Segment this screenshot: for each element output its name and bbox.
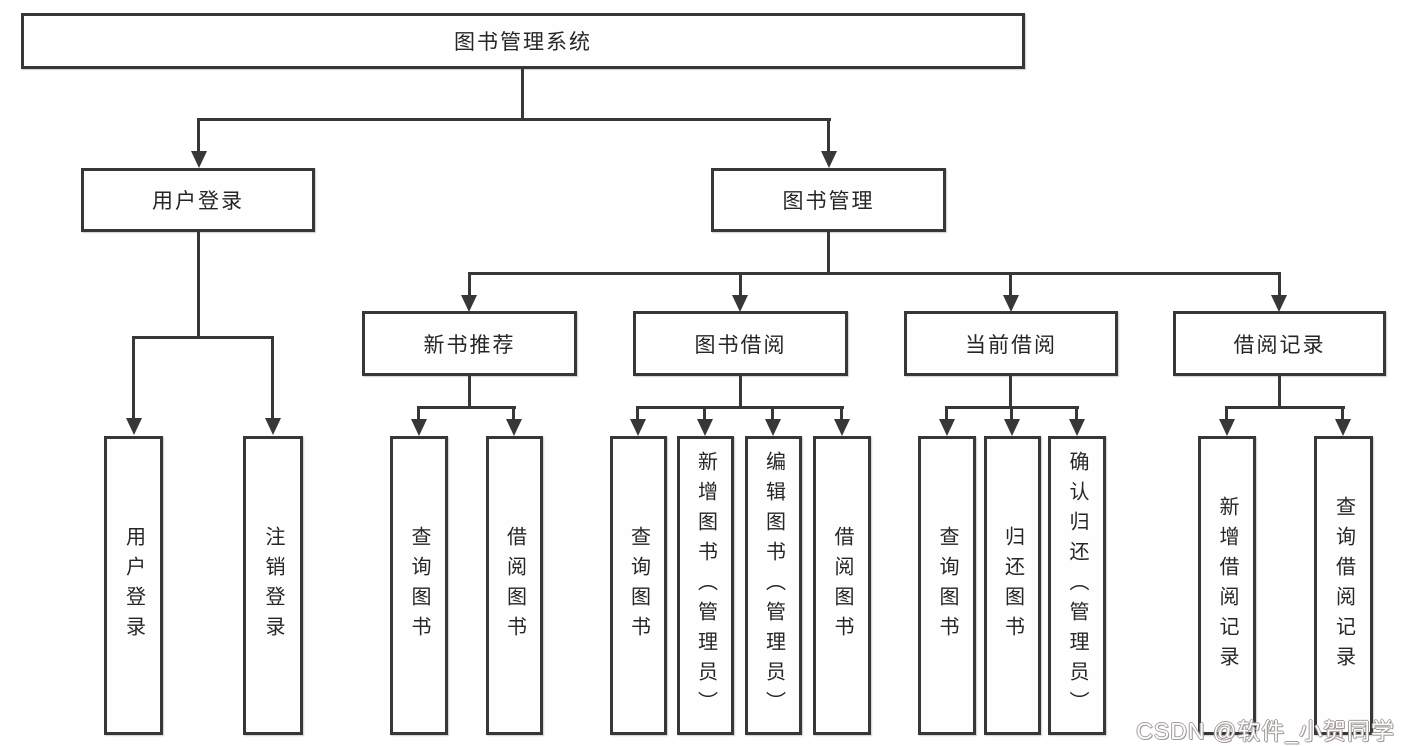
connector-line <box>945 406 948 421</box>
arrow-down-icon <box>411 419 427 436</box>
node-new-book-recommendation: 新书推荐 <box>362 311 577 376</box>
arrow-down-icon <box>1271 295 1287 312</box>
arrow-down-icon <box>1069 419 1085 436</box>
connector-line <box>827 118 830 155</box>
connector-line <box>197 118 200 155</box>
leaf-confirm-return-admin: 确认归还（管理员） <box>1048 436 1106 735</box>
arrow-down-icon <box>765 419 781 436</box>
node-book-borrowing: 图书借阅 <box>633 311 848 376</box>
connector-line <box>1225 406 1345 409</box>
node-borrowing-records: 借阅记录 <box>1173 311 1386 376</box>
connector-line <box>703 406 706 421</box>
arrow-down-icon <box>697 419 713 436</box>
leaf-return-books: 归还图书 <box>984 436 1041 735</box>
connector-line <box>1225 406 1228 421</box>
arrow-down-icon <box>821 151 837 168</box>
leaf-query-borrow-record: 查询借阅记录 <box>1314 436 1373 735</box>
connector-line <box>636 406 639 421</box>
connector-line <box>1341 406 1344 421</box>
leaf-borrow-books-recommend: 借阅图书 <box>486 436 543 735</box>
arrow-down-icon <box>126 418 142 435</box>
arrow-down-icon <box>1004 419 1020 436</box>
connector-line <box>1278 374 1281 408</box>
arrow-down-icon <box>265 418 281 435</box>
connector-line <box>512 406 515 421</box>
connector-line <box>417 406 420 421</box>
leaf-user-login: 用户登录 <box>104 436 163 735</box>
leaf-add-books-admin: 新增图书（管理员） <box>677 436 734 735</box>
arrow-down-icon <box>1335 419 1351 436</box>
arrow-down-icon <box>732 295 748 312</box>
node-current-borrowing: 当前借阅 <box>904 311 1118 376</box>
connector-line <box>468 272 1281 275</box>
node-user-login: 用户登录 <box>81 168 315 232</box>
arrow-down-icon <box>630 419 646 436</box>
connector-line <box>417 406 516 409</box>
leaf-borrow-books: 借阅图书 <box>813 436 871 735</box>
connector-line <box>739 272 742 298</box>
connector-line <box>271 336 274 420</box>
connector-line <box>1010 406 1013 421</box>
arrow-down-icon <box>1003 295 1019 312</box>
connector-line <box>132 336 274 339</box>
node-book-management: 图书管理 <box>711 168 946 232</box>
connector-line <box>739 374 742 408</box>
connector-line <box>636 406 844 409</box>
arrow-down-icon <box>939 419 955 436</box>
leaf-edit-books-admin: 编辑图书（管理员） <box>745 436 802 735</box>
arrow-down-icon <box>191 151 207 168</box>
connector-line <box>840 406 843 421</box>
connector-line <box>1009 374 1012 408</box>
leaf-query-books-borrowing: 查询图书 <box>610 436 667 735</box>
connector-line <box>771 406 774 421</box>
arrow-down-icon <box>461 295 477 312</box>
node-library-management-system: 图书管理系统 <box>21 13 1025 69</box>
arrow-down-icon <box>506 419 522 436</box>
csdn-watermark: CSDN @软件_小贺同学 <box>1136 718 1395 744</box>
connector-line <box>827 230 830 275</box>
leaf-query-books-recommend: 查询图书 <box>390 436 448 735</box>
connector-line <box>197 118 831 121</box>
leaf-logout: 注销登录 <box>243 436 303 735</box>
connector-line <box>1009 272 1012 298</box>
leaf-add-borrow-record: 新增借阅记录 <box>1198 436 1256 735</box>
connector-line <box>521 68 524 121</box>
connector-line <box>197 230 200 339</box>
connector-line <box>1278 272 1281 298</box>
connector-line <box>132 336 135 420</box>
leaf-query-books-current: 查询图书 <box>918 436 976 735</box>
connector-line <box>468 272 471 298</box>
arrow-down-icon <box>1219 419 1235 436</box>
connector-line <box>468 374 471 408</box>
connector-line <box>1075 406 1078 421</box>
arrow-down-icon <box>834 419 850 436</box>
